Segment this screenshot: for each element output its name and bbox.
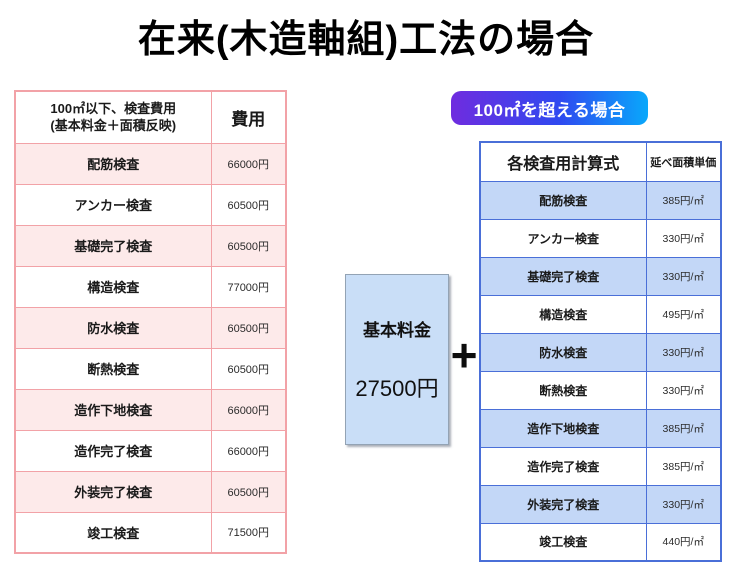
table-row: 造作下地検査 385円/㎡ — [479, 408, 722, 448]
plus-sign: + — [450, 329, 478, 381]
unit-price: 330円/㎡ — [645, 332, 722, 372]
inspection-cost: 60500円 — [210, 470, 287, 513]
unit-price: 330円/㎡ — [645, 370, 722, 410]
inspection-name: 造作下地検査 — [479, 408, 647, 448]
inspection-name: 造作下地検査 — [14, 388, 212, 431]
unit-price-table: 各検査用計算式 延べ面積単価 配筋検査 385円/㎡ アンカー検査 330円/㎡… — [479, 141, 722, 562]
inspection-cost: 60500円 — [210, 224, 287, 267]
inspection-name: 配筋検査 — [14, 142, 212, 185]
inspection-name: 防水検査 — [14, 306, 212, 349]
table-row: 基礎完了検査 60500円 — [14, 224, 287, 267]
inspection-cost: 66000円 — [210, 429, 287, 472]
base-fee-label: 基本料金 — [363, 321, 431, 340]
inspection-name: 造作完了検査 — [479, 446, 647, 486]
base-fee-amount: 27500円 — [355, 376, 439, 401]
table-row: 外装完了検査 330円/㎡ — [479, 484, 722, 524]
table-row: 配筋検査 66000円 — [14, 142, 287, 185]
header-line-2: (基本料金＋面積反映) — [50, 118, 177, 134]
inspection-cost: 66000円 — [210, 142, 287, 185]
inspection-name: アンカー検査 — [14, 183, 212, 226]
inspection-name: 外装完了検査 — [479, 484, 647, 524]
table-row: 造作下地検査 66000円 — [14, 388, 287, 431]
unit-price: 440円/㎡ — [645, 522, 722, 562]
formula-header: 各検査用計算式 — [479, 141, 647, 182]
inspection-name: 構造検査 — [479, 294, 647, 334]
table-row: 断熱検査 330円/㎡ — [479, 370, 722, 410]
inspection-cost: 60500円 — [210, 306, 287, 349]
fees-under-100sqm-table: 100㎡以下、検査費用 (基本料金＋面積反映) 費用 配筋検査 66000円 ア… — [14, 90, 287, 554]
unit-price: 385円/㎡ — [645, 180, 722, 220]
over-100sqm-badge: 100㎡を超える場合 — [451, 91, 648, 125]
inspection-name: 断熱検査 — [479, 370, 647, 410]
table-row: 断熱検査 60500円 — [14, 347, 287, 390]
fees-table-name-header: 100㎡以下、検査費用 (基本料金＋面積反映) — [14, 90, 212, 144]
table-row: 構造検査 77000円 — [14, 265, 287, 308]
table-row: 竣工検査 440円/㎡ — [479, 522, 722, 562]
inspection-name: 防水検査 — [479, 332, 647, 372]
table-row: アンカー検査 330円/㎡ — [479, 218, 722, 258]
badge-label: 100㎡を超える場合 — [473, 100, 626, 120]
inspection-cost: 66000円 — [210, 388, 287, 431]
header-line-1: 100㎡以下、検査費用 — [50, 100, 177, 116]
table-row: 造作完了検査 66000円 — [14, 429, 287, 472]
table-row: 造作完了検査 385円/㎡ — [479, 446, 722, 486]
inspection-name: 構造検査 — [14, 265, 212, 308]
table-row: 外装完了検査 60500円 — [14, 470, 287, 513]
table-row: 基礎完了検査 330円/㎡ — [479, 256, 722, 296]
inspection-name: 配筋検査 — [479, 180, 647, 220]
inspection-name: 基礎完了検査 — [14, 224, 212, 267]
base-fee-box: 基本料金 27500円 — [345, 274, 449, 445]
inspection-cost: 77000円 — [210, 265, 287, 308]
table-row: 防水検査 330円/㎡ — [479, 332, 722, 372]
unit-price: 330円/㎡ — [645, 484, 722, 524]
inspection-name: 竣工検査 — [479, 522, 647, 562]
inspection-cost: 60500円 — [210, 347, 287, 390]
inspection-name: 竣工検査 — [14, 511, 212, 554]
unit-price: 385円/㎡ — [645, 408, 722, 448]
table-row: 構造検査 495円/㎡ — [479, 294, 722, 334]
unit-price-header: 延べ面積単価 — [645, 141, 722, 182]
inspection-name: 外装完了検査 — [14, 470, 212, 513]
inspection-name: 断熱検査 — [14, 347, 212, 390]
inspection-cost: 71500円 — [210, 511, 287, 554]
table-row: 配筋検査 385円/㎡ — [479, 180, 722, 220]
table-header-row: 各検査用計算式 延べ面積単価 — [479, 141, 722, 182]
table-row: 防水検査 60500円 — [14, 306, 287, 349]
unit-price: 330円/㎡ — [645, 256, 722, 296]
inspection-name: 基礎完了検査 — [479, 256, 647, 296]
table-header-row: 100㎡以下、検査費用 (基本料金＋面積反映) 費用 — [14, 90, 287, 144]
unit-price: 495円/㎡ — [645, 294, 722, 334]
unit-price: 330円/㎡ — [645, 218, 722, 258]
inspection-name: アンカー検査 — [479, 218, 647, 258]
inspection-name: 造作完了検査 — [14, 429, 212, 472]
unit-price: 385円/㎡ — [645, 446, 722, 486]
inspection-cost: 60500円 — [210, 183, 287, 226]
table-row: 竣工検査 71500円 — [14, 511, 287, 554]
page-title: 在来(木造軸組)工法の場合 — [137, 19, 595, 61]
fees-table-cost-header: 費用 — [210, 90, 287, 144]
table-row: アンカー検査 60500円 — [14, 183, 287, 226]
